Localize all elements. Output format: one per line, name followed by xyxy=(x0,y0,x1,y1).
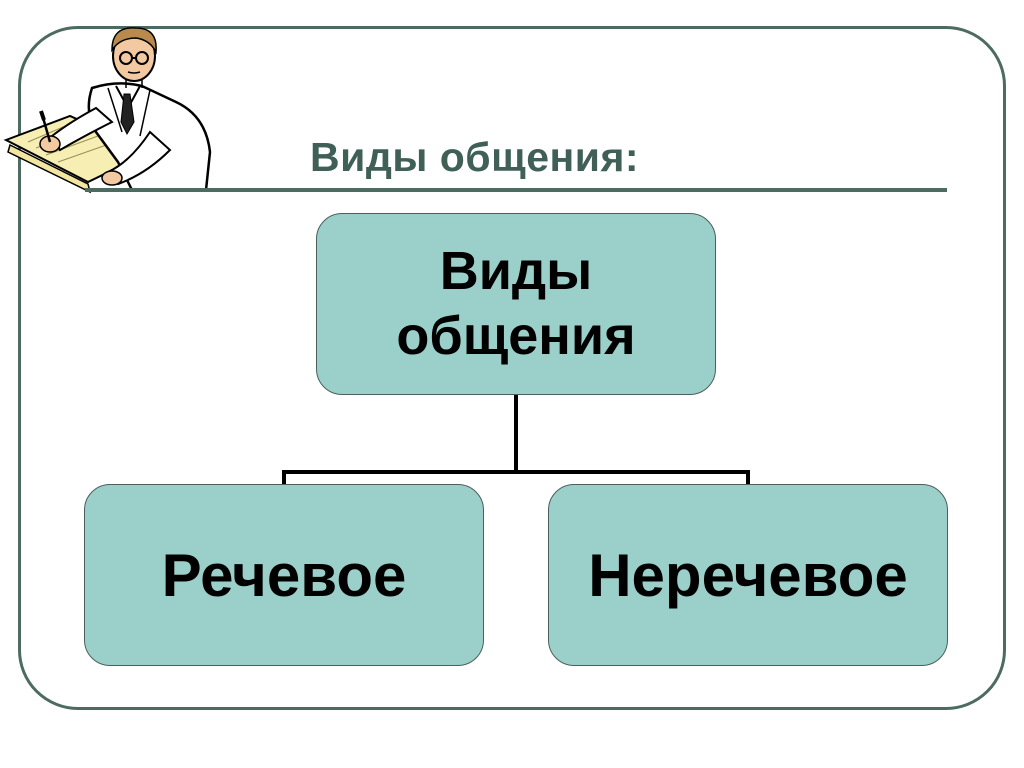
diagram-node-nonspeech: Неречевое xyxy=(548,484,948,666)
diagram-node-speech: Речевое xyxy=(84,484,484,666)
diagram-node-nonspeech-label: Неречевое xyxy=(588,541,908,610)
diagram-node-speech-label: Речевое xyxy=(162,541,407,610)
diagram-root-label: Виды общения xyxy=(337,239,695,369)
diagram-root-node: Виды общения xyxy=(316,213,716,395)
